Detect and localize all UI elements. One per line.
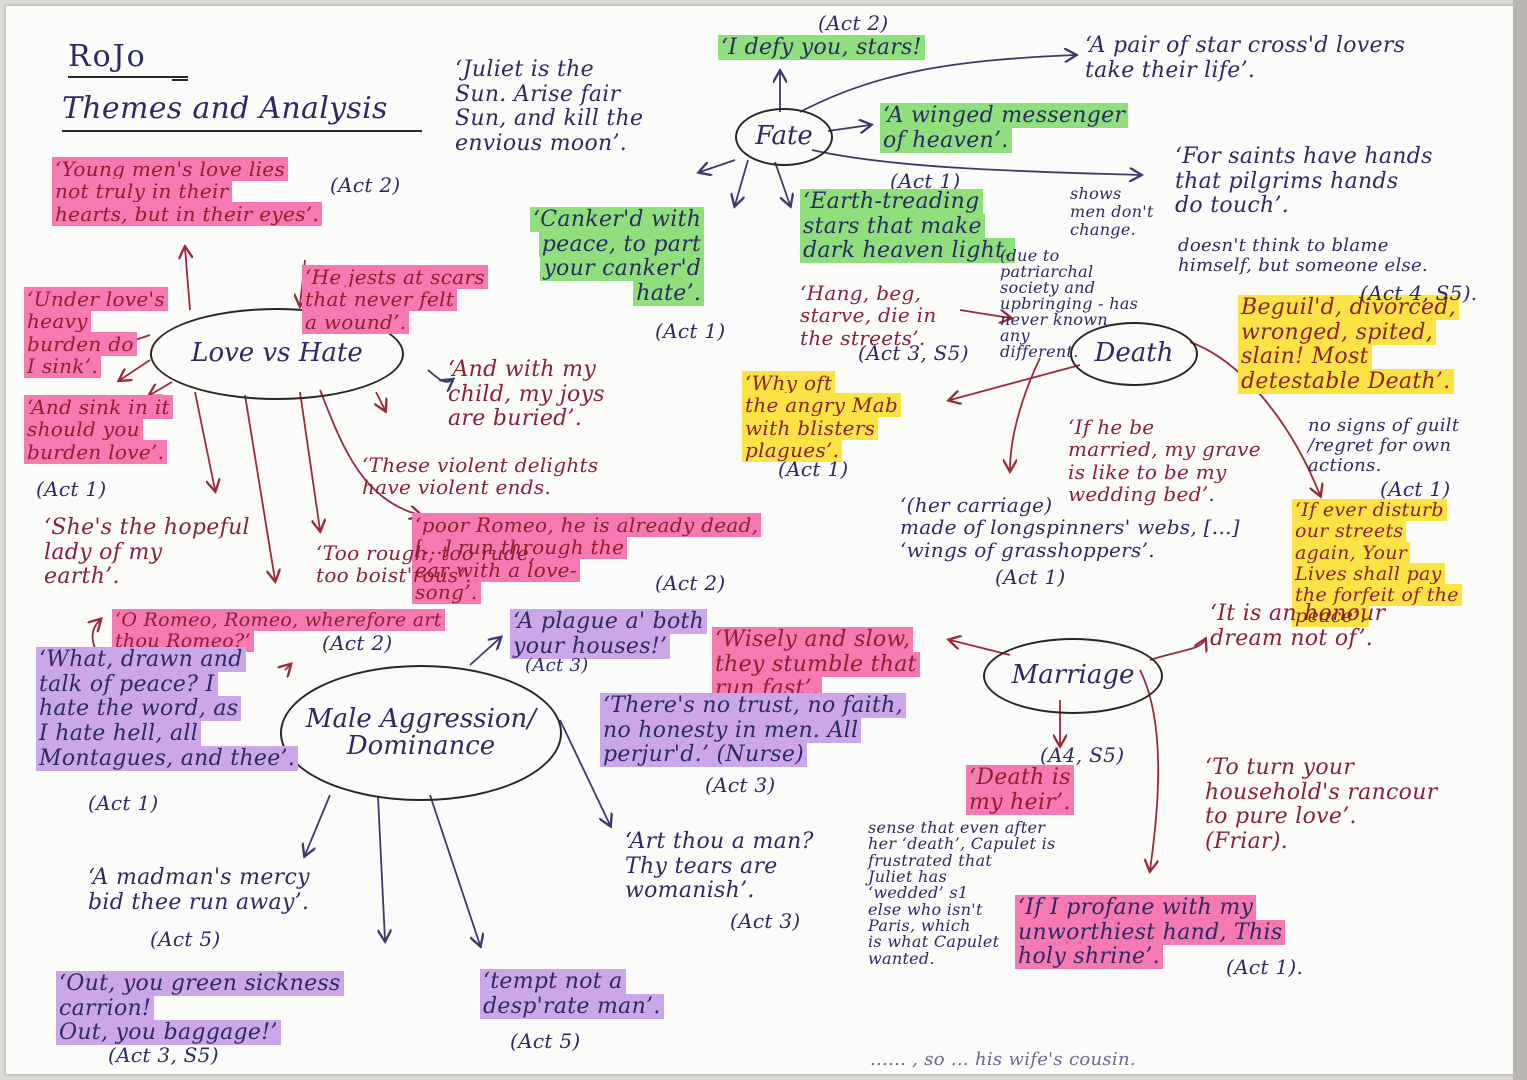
act-label: (Act 2) — [330, 173, 401, 197]
act-label: (Act 5) — [150, 927, 221, 951]
act-label: (Act 1) — [36, 477, 107, 501]
quote-death-heir: ‘Death is my heir’. — [966, 765, 1074, 815]
hub-love-vs-hate: Love vs Hate — [150, 308, 404, 400]
act-label: (Act 1) — [88, 791, 159, 815]
quote-young-mens-love: ‘Young men's love lies not truly in thei… — [52, 157, 323, 226]
quote-under-loves-burden: ‘Under love's heavy burden do I sink’. — [24, 287, 168, 379]
quote-wedding-bed: ‘If he be married, my grave is like to b… — [1068, 415, 1261, 507]
quote-winged-messenger: ‘A winged messenger of heaven’. — [880, 103, 1129, 153]
act-label: (Act 1) — [655, 319, 726, 343]
act-label: (Act 3, S5) — [858, 341, 969, 365]
hub-marriage: Marriage — [983, 638, 1163, 714]
title-underline — [68, 76, 188, 78]
title-rojo: RoJo — [68, 39, 147, 74]
quote-tempt-not: ‘tempt not a desp'rate man’. — [480, 969, 664, 1019]
act-label: (Act 1) — [1380, 477, 1451, 501]
quote-drawn-peace: ‘What, drawn and talk of peace? I hate t… — [36, 647, 299, 771]
quote-angry-mab: ‘Why oft the angry Mab with blisters pla… — [742, 371, 902, 463]
quote-green-sickness: ‘Out, you green sickness carrion! Out, y… — [56, 971, 344, 1046]
quote-no-trust: ‘There's no trust, no faith, no honesty … — [600, 693, 906, 768]
quote-too-rough: ‘Too rough, too rude, too boist'rous’. — [316, 541, 536, 588]
quote-earth-treading: ‘Earth-treading stars that make dark hea… — [800, 189, 1015, 264]
quote-poor-romeo: ‘poor Romeo, he is already dead, [...] r… — [412, 513, 762, 605]
quote-wherefore-art: ‘O Romeo, Romeo, wherefore art thou Rome… — [112, 609, 445, 653]
note-patriarchal: (due to patriarchal society and upbringi… — [1000, 246, 1139, 361]
act-label: (Act 3) — [525, 655, 589, 676]
act-label: (Act 3) — [705, 773, 776, 797]
quote-madman-mercy: ‘A madman's mercy bid thee run away’. — [88, 865, 310, 915]
background-edge — [1513, 0, 1527, 1080]
hub-death: Death — [1070, 322, 1198, 386]
quote-her-carriage: ‘(her carriage) made of longspinners' we… — [900, 493, 1240, 562]
act-label: (Act 1) — [995, 565, 1066, 589]
act-label: (Act 2) — [322, 631, 393, 655]
quote-sink-in-it: ‘And sink in it should you burden love’. — [24, 395, 173, 464]
quote-if-ever-disturb: ‘If ever disturb our streets again, Your… — [1292, 499, 1462, 628]
subtitle-underline — [62, 130, 422, 132]
hub-fate: Fate — [735, 108, 833, 166]
quote-hang-beg: ‘Hang, beg, starve, die in the streets’. — [800, 281, 937, 350]
act-label: (Act 3, S5) — [108, 1043, 219, 1067]
act-label: (Act 2) — [655, 571, 726, 595]
quote-jests-at-scars: ‘He jests at scars that never felt a wou… — [302, 265, 488, 334]
act-label: (Act 5) — [510, 1029, 581, 1053]
quote-child-joys: ‘And with my child, my joys are buried’. — [448, 357, 605, 432]
act-label: (Act 4, S5). — [1360, 281, 1478, 305]
note-doesnt-blame: doesn't think to blame himself, but some… — [1178, 235, 1429, 277]
quote-defy-stars: ‘I defy you, stars! — [718, 35, 925, 61]
paper-sheet — [6, 6, 1518, 1074]
act-label: (Act 1) — [890, 169, 961, 193]
note-men-dont-change: shows men don't change. — [1070, 184, 1154, 239]
quote-turn-rancour: ‘To turn your household's rancour to pur… — [1205, 755, 1438, 854]
quote-juliet-sun: ‘Juliet is the Sun. Arise fair Sun, and … — [455, 57, 644, 156]
quote-star-crossed: ‘A pair of star cross'd lovers take thei… — [1085, 33, 1406, 83]
quote-cankerd: ‘Canker'd with peace, to part your canke… — [530, 207, 705, 307]
note-capulet-frustrated: sense that even after her ‘death’, Capul… — [868, 818, 1056, 968]
act-label: (Act 1) — [778, 457, 849, 481]
note-no-guilt: no signs of guilt /regret for own action… — [1308, 415, 1460, 477]
title-themes: Themes and Analysis — [62, 91, 388, 126]
act-label: (Act 2) — [818, 11, 889, 35]
quote-wisely-slow: ‘Wisely and slow, they stumble that run … — [712, 627, 920, 702]
note-cut-off-bottom: ...... , so ... his wife's cousin. — [870, 1049, 1136, 1070]
quote-plague-houses: ‘A plague a' both your houses!’ — [510, 609, 708, 659]
quote-profane-hand: ‘If I profane with my unworthiest hand, … — [1015, 895, 1286, 970]
quote-saints-hands: ‘For saints have hands that pilgrims han… — [1175, 144, 1433, 219]
quote-beguild: Beguil'd, divorced, wronged, spited, sla… — [1238, 295, 1460, 395]
quote-violent-delights: ‘These violent delights have violent end… — [362, 453, 599, 500]
act-label: (A4, S5) — [1040, 743, 1125, 767]
quote-art-thou-man: ‘Art thou a man? Thy tears are womanish’… — [625, 829, 814, 904]
quote-hopeful-lady: ‘She's the hopeful lady of my earth’. — [44, 515, 250, 590]
quote-honour-dream: ‘It is an honour dream not of’. — [1210, 601, 1386, 651]
act-label: (Act 3) — [730, 909, 801, 933]
act-label: (Act 1). — [1226, 955, 1304, 979]
hub-male-aggression: Male Aggression/ Dominance — [280, 665, 562, 801]
